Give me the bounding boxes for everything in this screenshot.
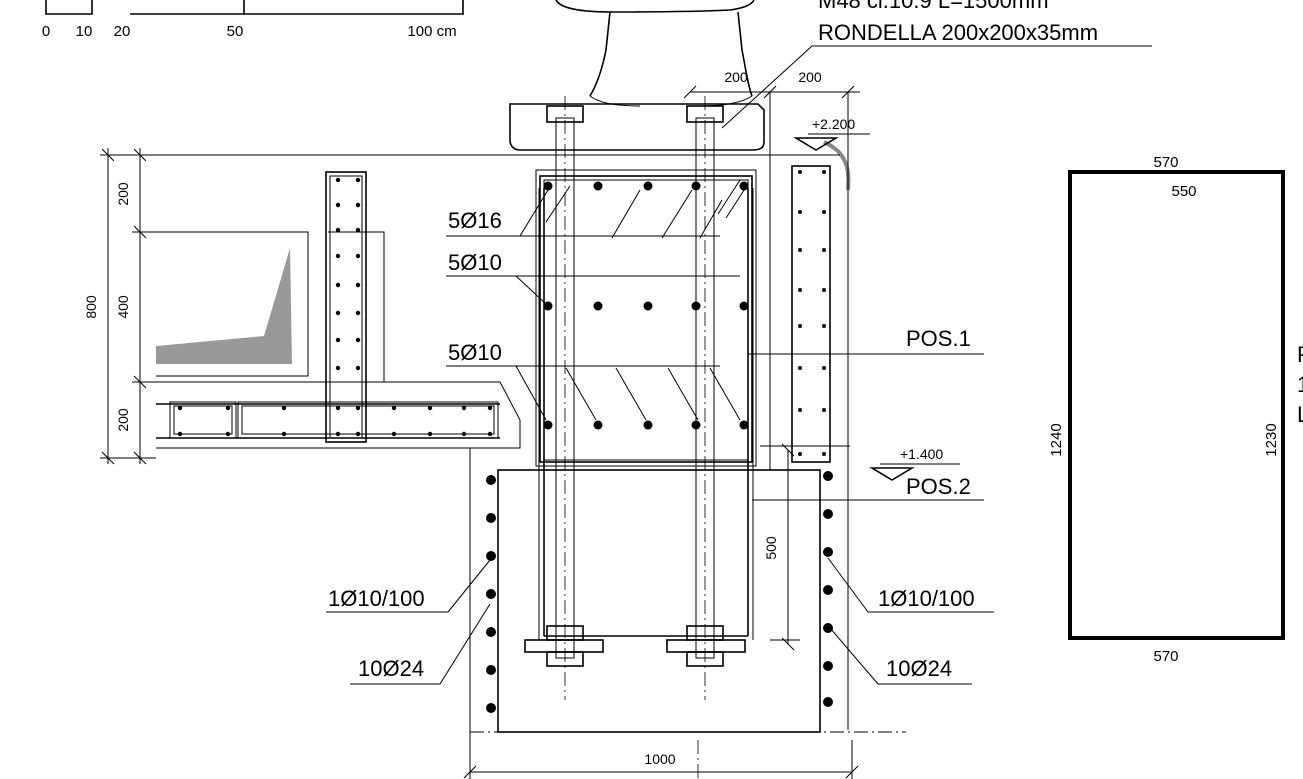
callout-left-stirrups: 1Ø10/100 [326,559,491,613]
callout-low-bars: 5Ø10 [446,340,720,421]
stirrup-top-inner: 550 [1171,183,1196,200]
anchor-bolt-right [666,96,746,700]
base-width-label: 1000 [644,751,675,767]
embed-dimension: 500 [763,443,800,651]
side-wall-section [791,165,831,463]
top-bars-label: 5Ø16 [448,208,502,233]
washer-spec-note: RONDELLA 200x200x35mm [818,20,1098,45]
washer-dimension: 200 200 [683,69,860,99]
pos1-label: POS.1 [906,326,971,351]
callout-left-bars: 10Ø24 [350,603,491,685]
right-stirrups-label: 1Ø10/100 [878,586,975,611]
washer-dim-b: 200 [798,69,822,85]
foundation-plinth [470,445,906,733]
right-bars-label: 10Ø24 [886,656,952,681]
stirrup-bottom: 570 [1153,648,1178,665]
anchor-bolt-left [524,96,604,700]
low-bars-label: 5Ø10 [448,340,502,365]
elevation-top: +2.200 [793,116,870,151]
stirrup-shape-diagram: 570 550 570 1240 1230 [1048,154,1285,665]
left-dim-total: 800 [83,295,99,319]
left-stirrups-label: 1Ø10/100 [328,586,425,611]
callout-pos1: POS.1 [748,326,984,355]
clipped-text-3: L [1297,402,1303,427]
scale-tick-20: 20 [114,23,131,40]
scale-bar-line [45,0,464,15]
clipped-text-2: 1 [1297,372,1303,397]
beam-section-hatch [545,185,741,421]
callout-mid-bars: 5Ø10 [446,250,740,305]
soil-hatch [156,248,292,364]
beam-section-stirrups [535,169,757,640]
stirrup-top-outer: 570 [1153,154,1178,171]
plinth-left-bars [486,475,496,713]
left-wall-section [156,154,840,740]
stirrup-left-height: 1240 [1048,423,1065,456]
left-dim-top: 200 [115,182,131,206]
elevation-bottom: +1.400 [869,446,960,481]
plinth-right-bars [823,471,833,707]
callout-top-bars: 5Ø16 [446,189,720,237]
scale-tick-10: 10 [76,23,93,40]
left-dimension-chain: 200 400 200 800 [83,148,156,465]
stirrup-right-height: 1230 [1263,423,1280,456]
washer-spec-leader [721,45,813,129]
left-bars-label: 10Ø24 [358,656,424,681]
pos2-label: POS.2 [906,474,971,499]
callout-right-bars: 10Ø24 [829,627,972,685]
scale-tick-100: 100 cm [407,23,456,40]
left-dim-mid: 400 [115,295,131,319]
column-base-casting [509,0,765,151]
bolt-spec-note: M48 cl.10.9 L=1500mm [818,0,1049,13]
embed-dim-label: 500 [763,536,779,560]
stirrup-outline [1068,170,1285,640]
washer-dim-a: 200 [724,69,748,85]
base-width-dimension: 1000 [463,740,859,779]
left-wall-bars [177,177,493,437]
callout-pos2: POS.2 [752,474,984,501]
left-dim-bot: 200 [115,408,131,432]
elevation-bottom-label: +1.400 [900,446,943,462]
clipped-text-1: P [1297,342,1303,367]
mid-bars-label: 5Ø10 [448,250,502,275]
beam-section-bars [543,181,749,430]
scale-bar: 0 10 20 50 100 cm [42,0,464,40]
scale-tick-50: 50 [227,23,244,40]
scale-tick-0: 0 [42,23,50,40]
callout-right-stirrups: 1Ø10/100 [827,557,994,613]
elevation-top-label: +2.200 [812,116,855,132]
